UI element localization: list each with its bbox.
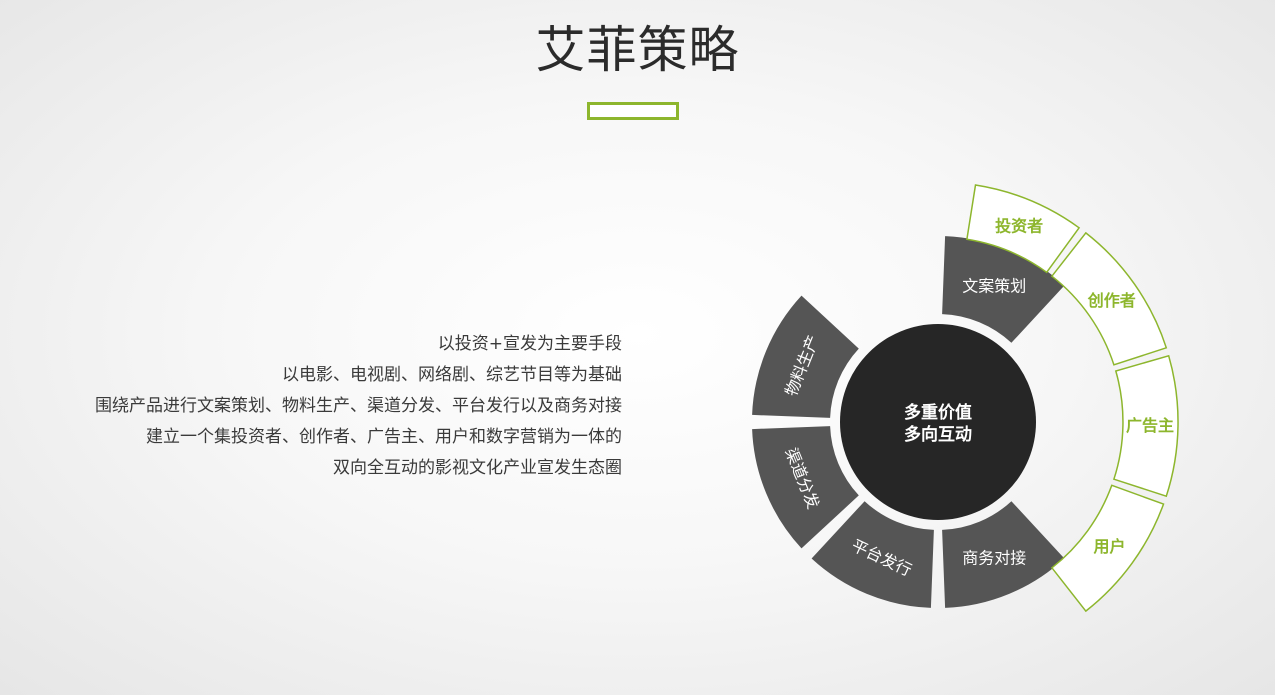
center-label-line2: 多向互动 [904, 424, 972, 445]
description-line: 以电影、电视剧、网络剧、综艺节目等为基础 [282, 365, 622, 385]
title-underline-bar [587, 102, 679, 120]
inner-segment [942, 501, 1065, 608]
outer-segment [1050, 484, 1165, 613]
inner-segment-label: 文案策划 [962, 277, 1026, 296]
center-label-line1: 多重价值 [904, 402, 972, 423]
description-line: 双向全互动的影视文化产业宣发生态圈 [333, 458, 622, 478]
outer-segment [1112, 354, 1179, 498]
inner-segment [752, 295, 859, 418]
outer-segment [1050, 231, 1168, 366]
outer-segment-label: 投资者 [995, 217, 1043, 236]
outer-segment-label: 创作者 [1087, 291, 1136, 310]
inner-ring: 文案策划物料生产渠道分发平台发行商务对接 [752, 236, 1065, 608]
description-line: 以投资+宣发为主要手段 [437, 334, 622, 354]
inner-segment [811, 501, 934, 608]
inner-segment [752, 426, 859, 549]
description-block: 以投资+宣发为主要手段 以电影、电视剧、网络剧、综艺节目等为基础 围绕产品进行文… [60, 329, 622, 484]
page-title: 艾菲策略 [535, 21, 740, 79]
center-circle [840, 324, 1036, 520]
outer-segment-label: 用户 [1093, 537, 1125, 556]
description-line: 围绕产品进行文案策划、物料生产、渠道分发、平台发行以及商务对接 [95, 396, 622, 416]
outer-segment [966, 184, 1081, 274]
outer-segment-label: 广告主 [1126, 416, 1174, 435]
description-line: 建立一个集投资者、创作者、广告主、用户和数字营销为一体的 [146, 427, 622, 447]
inner-segment-label: 商务对接 [962, 548, 1026, 567]
